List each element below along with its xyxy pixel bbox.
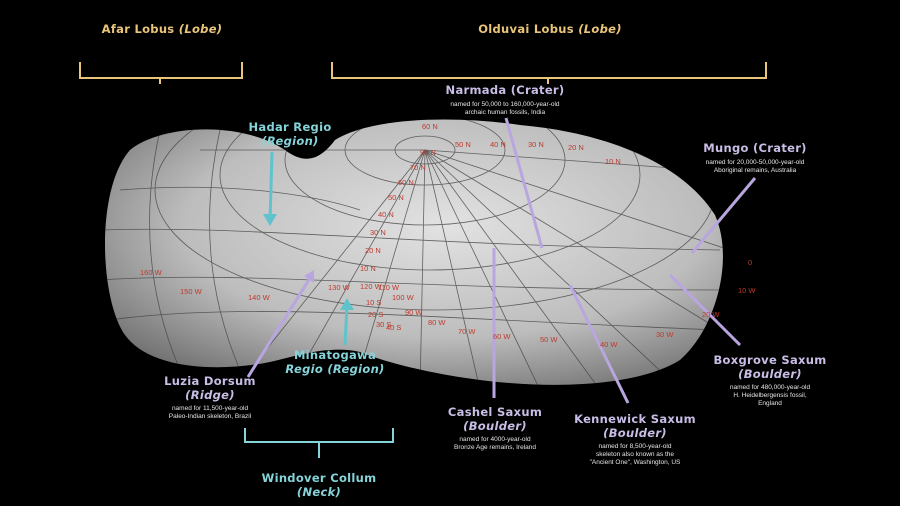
grid-label: 0 [748, 258, 753, 267]
grid-label: 150 W [180, 287, 202, 296]
grid-label: 110 W [378, 283, 400, 292]
grid-label: 10 S [366, 298, 382, 307]
olduvai-lobus-label: Olduvai Lobus (Lobe) [478, 22, 622, 36]
grid-label: 10 W [738, 286, 756, 295]
asteroid-body [105, 119, 723, 385]
grid-label: 80 W [428, 318, 446, 327]
grid-label: 50 N [455, 140, 471, 149]
narmada-crater-label: Narmada (Crater) named for 50,000 to 160… [445, 83, 565, 116]
mungo-arrow [690, 177, 757, 254]
luzia-dorsum-label: Luzia Dorsum (Ridge) named for 11,500-ye… [164, 374, 256, 420]
grid-label: 50 N [388, 193, 404, 202]
grid-label: 40 N [378, 210, 394, 219]
hadar-regio-label: Hadar Regio(Region) [248, 120, 332, 148]
olduvai-bracket [331, 62, 767, 84]
cashel-saxum-label: Cashel Saxum (Boulder) named for 4000-ye… [447, 405, 543, 451]
grid-label: 120 W [360, 282, 382, 291]
grid-label: 90 N [420, 148, 436, 157]
hadar-arrow [268, 151, 274, 223]
grid-label: 20 N [365, 246, 381, 255]
mungo-crater-label: Mungo (Crater) named for 20,000-50,000-y… [703, 141, 807, 174]
boxgrove-line [668, 273, 742, 347]
grid-label: 30 S [376, 320, 392, 329]
windover-collum-label: Windover Collum(Neck) [261, 471, 377, 499]
boxgrove-saxum-label: Boxgrove Saxum (Boulder) named for 480,0… [713, 353, 827, 407]
afar-bracket [79, 62, 243, 84]
grid-label: 30 W [656, 330, 674, 339]
grid-label: 40 W [600, 340, 618, 349]
grid-label: 20 N [568, 143, 584, 152]
minatogawa-arrow [343, 304, 349, 346]
grid-label: 140 W [248, 293, 270, 302]
grid-label: 90 W [405, 308, 423, 317]
grid-label: 30 N [528, 140, 544, 149]
grid-label: 20 S [368, 310, 384, 319]
afar-lobus-label: Afar Lobus (Lobe) [101, 22, 223, 36]
grid-label: 70 W [458, 327, 476, 336]
grid-label: 10 N [360, 264, 376, 273]
grid-label: 20 W [702, 310, 720, 319]
grid-label: 60 W [493, 332, 511, 341]
grid-label: 50 W [540, 335, 558, 344]
grid-label: 10 N [605, 157, 621, 166]
kennewick-line [568, 284, 630, 404]
grid-label: 60 N [422, 122, 438, 131]
grid-label: 30 N [370, 228, 386, 237]
grid-label: 40 N [490, 140, 506, 149]
grid-label: 70 N [410, 163, 426, 172]
luzia-arrow [246, 274, 314, 378]
coordinate-grid [105, 119, 723, 385]
kennewick-saxum-label: Kennewick Saxum (Boulder) named for 8,50… [574, 412, 696, 466]
grid-label: 60 N [398, 178, 414, 187]
grid-label: 100 W [392, 293, 414, 302]
grid-label: 40 S [386, 323, 402, 332]
grid-label: 160 W [140, 268, 162, 277]
windover-bracket [244, 428, 394, 458]
narmada-line [504, 117, 544, 249]
grid-label: 130 W [328, 283, 350, 292]
